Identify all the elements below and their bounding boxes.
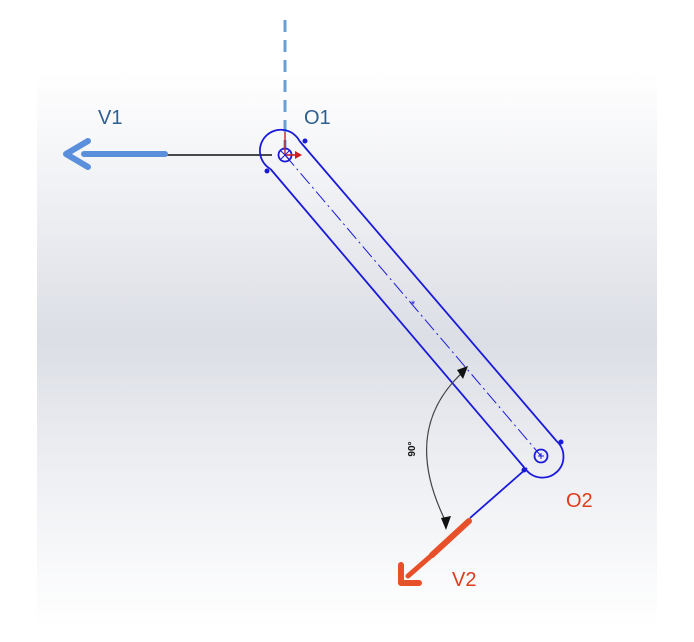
- pin-o2: [533, 448, 549, 464]
- viewport-background: [37, 72, 657, 628]
- v1-arrow: [63, 138, 168, 170]
- v2-reference-line: [469, 467, 528, 519]
- v2-label: V2: [452, 569, 476, 591]
- angle-label: 90°: [407, 441, 418, 456]
- v1-label: V1: [98, 107, 122, 129]
- link-midpoint-marker: *: [411, 299, 416, 311]
- o1-label: O1: [304, 107, 331, 129]
- o2-label: O2: [566, 490, 593, 512]
- link-body: *: [259, 128, 565, 479]
- link-centerline: [284, 154, 542, 457]
- v2-arrow: [398, 518, 472, 586]
- pin-o1: [277, 132, 302, 163]
- angle-dimension: [425, 366, 468, 530]
